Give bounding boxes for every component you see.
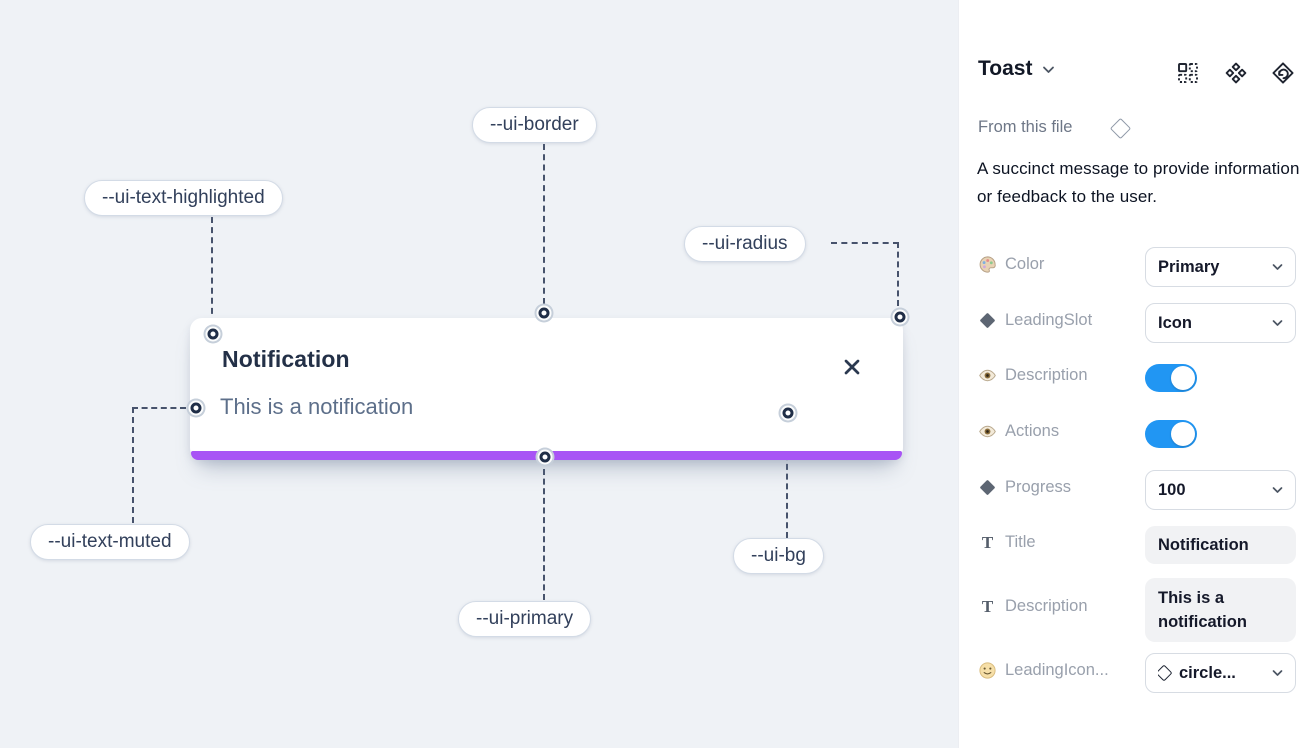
prop-label-leadingslot: LeadingSlot [978, 311, 1092, 330]
chevron-down-icon [1272, 487, 1283, 493]
connector-line-radius-v [897, 242, 899, 306]
text-icon: T [981, 532, 994, 552]
prop-label-color: Color [978, 255, 1044, 274]
instance-swap-icon [1178, 63, 1198, 83]
component-description: A succinct message to provide informatio… [977, 159, 1300, 206]
reset-component-icon [1272, 62, 1294, 84]
toast-description: This is a notification [220, 394, 414, 419]
prop-label-leadingicon: LeadingIcon... [978, 661, 1109, 680]
leadingicon-dropdown[interactable]: circle... [1145, 653, 1296, 693]
annotation-ui-text-muted[interactable]: --ui-text-muted [30, 524, 190, 560]
component-selector[interactable]: Toast [978, 57, 1055, 81]
toast-title: Notification [222, 346, 350, 372]
chevron-down-icon [1272, 320, 1283, 326]
annotation-ui-primary[interactable]: --ui-primary [458, 601, 592, 637]
connector-dot-primary [539, 451, 551, 463]
prop-label-actions: Actions [978, 422, 1059, 441]
chevron-down-icon [1043, 66, 1055, 73]
connector-line-primary [543, 469, 545, 600]
annotation-ui-border[interactable]: --ui-border [472, 107, 597, 143]
source-label: From this file [978, 118, 1073, 136]
prop-label-title: T Title [978, 533, 1036, 552]
smiley-icon [978, 661, 997, 680]
actions-toggle[interactable] [1145, 420, 1197, 448]
annotation-ui-radius[interactable]: --ui-radius [684, 226, 806, 262]
connector-dot-radius [894, 311, 906, 323]
connector-line-text-highlighted [211, 217, 213, 324]
eye-icon [978, 366, 997, 385]
text-icon: T [981, 596, 994, 616]
diamond-icon [978, 311, 997, 330]
toast-component: Notification This is a notification [190, 318, 903, 460]
connector-line-text-muted-v [132, 407, 134, 523]
component-set-button[interactable] [1224, 61, 1248, 85]
annotation-ui-bg[interactable]: --ui-bg [733, 538, 824, 574]
panel-title-label: Toast [978, 57, 1033, 80]
progress-dropdown[interactable]: 100 [1145, 470, 1296, 510]
palette-icon [978, 255, 997, 274]
connector-dot-border [538, 307, 550, 319]
reset-component-button[interactable] [1271, 61, 1295, 85]
annotation-ui-text-highlighted[interactable]: --ui-text-highlighted [84, 180, 283, 216]
connector-line-radius-h [831, 242, 899, 244]
chevron-down-icon [1272, 264, 1283, 270]
connector-dot-text-muted [190, 402, 202, 414]
prop-label-description: Description [978, 366, 1088, 385]
eye-icon [978, 422, 997, 441]
connector-line-bg [786, 425, 788, 538]
leadingslot-dropdown[interactable]: Icon [1145, 303, 1296, 343]
description-toggle[interactable] [1145, 364, 1197, 392]
canvas: Notification This is a notification --ui… [0, 0, 958, 748]
x-icon [844, 359, 860, 375]
component-icon [1225, 62, 1247, 84]
diamond-icon [978, 478, 997, 497]
connector-dot-bg [782, 407, 794, 419]
prop-label-progress: Progress [978, 478, 1071, 497]
diamond-outline-icon [1158, 664, 1173, 682]
close-button[interactable] [841, 356, 863, 378]
connector-line-border [543, 144, 545, 304]
color-dropdown[interactable]: Primary [1145, 247, 1296, 287]
connector-line-text-muted-h [132, 407, 186, 409]
connector-dot-text-highlighted [207, 328, 219, 340]
prop-label-description-text: T Description [978, 597, 1088, 616]
instance-swap-button[interactable] [1176, 61, 1200, 85]
description-input[interactable]: This is a notification [1145, 578, 1296, 642]
chevron-down-icon [1272, 670, 1283, 676]
title-input[interactable]: Notification [1145, 526, 1296, 564]
